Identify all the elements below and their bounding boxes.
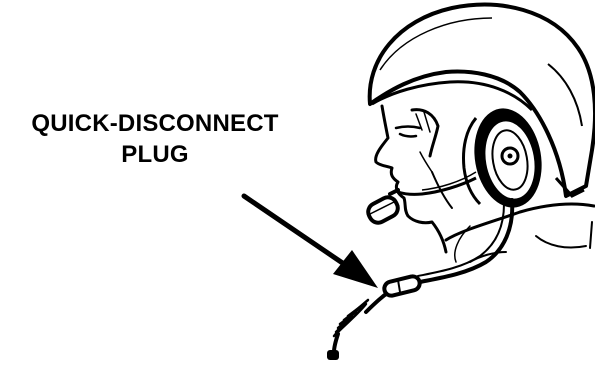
quick-disconnect-plug-icon xyxy=(327,275,421,360)
microphone-icon xyxy=(365,172,476,226)
shoulder-outline xyxy=(446,204,594,262)
earcup-icon xyxy=(464,103,550,213)
face-profile xyxy=(376,106,452,252)
headset-cord xyxy=(418,200,512,282)
arrow-icon xyxy=(244,196,378,288)
coiled-cord xyxy=(334,300,368,336)
